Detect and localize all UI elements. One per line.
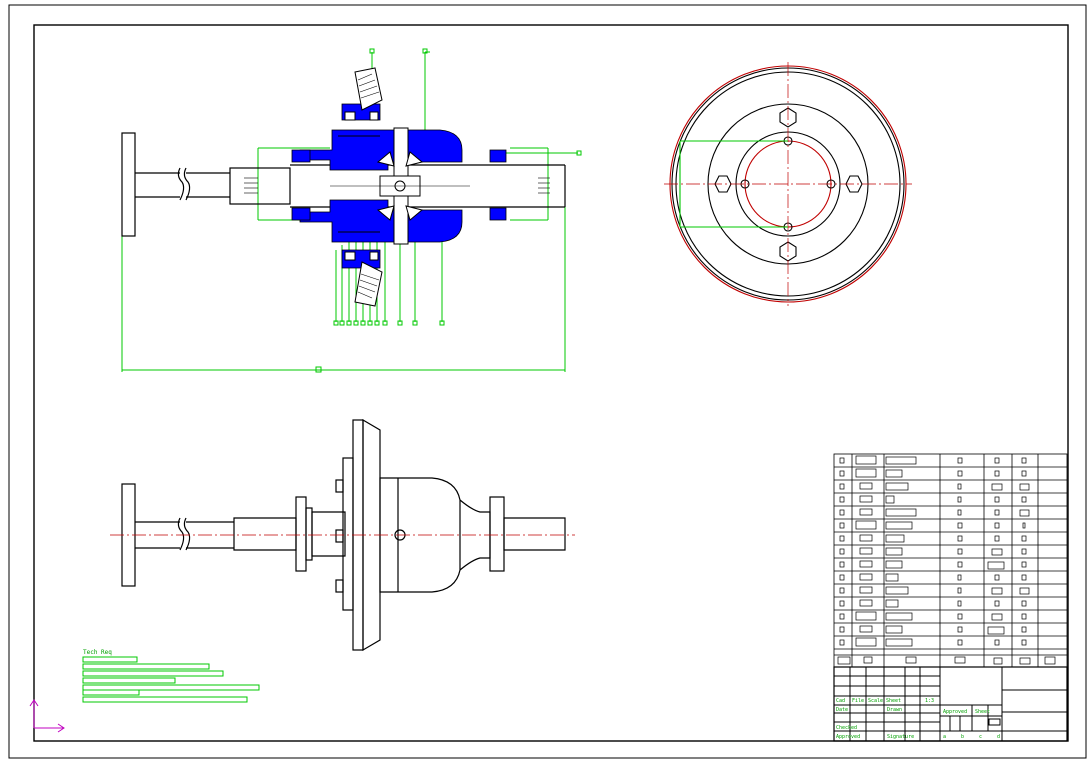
bolts: [338, 111, 380, 261]
tb-right-1: Approved: [943, 709, 967, 715]
tb-r2-c2: Drawn: [887, 707, 902, 713]
tb-r1-c3: Scale: [868, 698, 883, 704]
shaft-hatch: [244, 177, 550, 194]
bom-table: [833, 453, 1068, 668]
sheet-border: [8, 4, 1087, 759]
tb-r1-c4: Sheet: [886, 698, 901, 704]
tb-r4-c2: Signature: [887, 734, 914, 740]
tb-r3-c1: Checked: [836, 725, 857, 731]
tb-r1-c2: File: [852, 698, 864, 704]
tb-r1-c5: 1:3: [925, 698, 934, 704]
title-block: Cad File Scale Sheet 1:3 Date Drawn Chec…: [833, 666, 1068, 742]
tb-right-2: Sheet: [975, 709, 990, 715]
front-view: [110, 418, 575, 652]
bom-glyphs: [837, 455, 1056, 665]
ucs-axis-icon: [29, 699, 65, 733]
tb-marker-2: b: [961, 734, 964, 740]
technical-notes: Tech Req: [82, 649, 260, 703]
tb-r2-c1: Date: [836, 707, 848, 713]
section-view: [121, 48, 582, 373]
leader-lines: [121, 48, 582, 373]
notes-title: Tech Req: [83, 649, 112, 656]
tb-marker-1: a: [943, 734, 946, 740]
ring-gear: [354, 67, 383, 307]
bom-rows: [834, 466, 1067, 656]
tb-marker-4: d: [997, 734, 1000, 740]
tb-r4-c1: Approved: [836, 734, 860, 740]
center-lines: [664, 62, 912, 306]
tb-marker-3: c: [979, 734, 982, 740]
tb-r1-c1: Cad: [836, 698, 845, 704]
end-view: [664, 62, 912, 306]
internal-parts: [330, 127, 470, 245]
end-view-leaders: [679, 140, 788, 228]
